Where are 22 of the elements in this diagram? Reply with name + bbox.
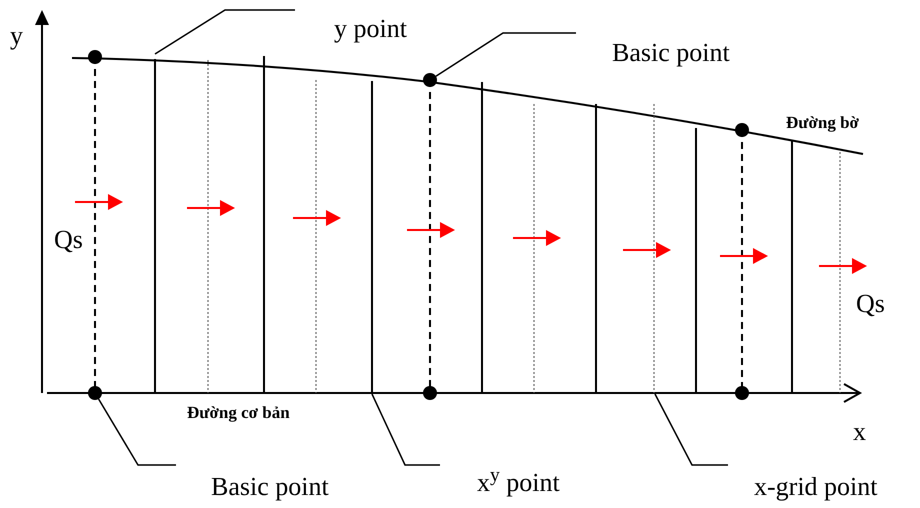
point-label: x-grid point <box>754 472 878 501</box>
point-label: x$^{y}$ point <box>477 468 560 497</box>
axis-label: x <box>853 416 866 448</box>
point-marker <box>423 73 437 87</box>
point-label: Basic point <box>211 472 329 501</box>
leader-line <box>435 32 576 77</box>
axis-label: Qs <box>856 288 885 320</box>
point-marker <box>88 386 102 400</box>
axis-label: Đường cơ bản <box>187 402 290 424</box>
leader-line <box>98 398 176 466</box>
axis-label: Đường bờ <box>786 112 859 134</box>
point-label: Basic point <box>612 38 730 67</box>
point-label: y point <box>334 14 407 43</box>
leader-line <box>154 9 295 55</box>
leader-line <box>371 394 440 466</box>
point-marker <box>88 50 102 64</box>
leader-line <box>654 394 728 466</box>
axis-label: Qs <box>54 224 83 256</box>
point-marker <box>735 386 749 400</box>
axis-label: y <box>10 20 23 52</box>
point-marker <box>735 123 749 137</box>
point-marker <box>423 386 437 400</box>
